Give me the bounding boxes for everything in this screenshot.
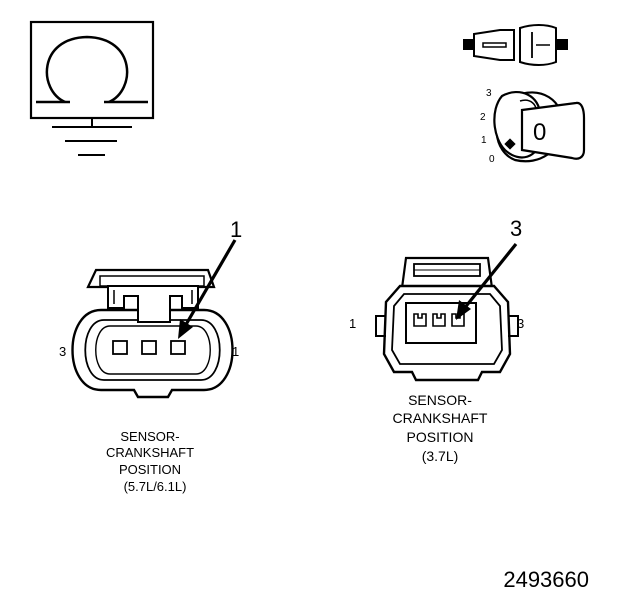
key-position-1: 1 bbox=[481, 135, 487, 146]
svg-text:CRANKSHAFT: CRANKSHAFT bbox=[106, 445, 194, 460]
svg-text:CRANKSHAFT: CRANKSHAFT bbox=[393, 410, 488, 426]
svg-text:SENSOR-: SENSOR- bbox=[120, 429, 179, 444]
connector1-pin-callout: 1 bbox=[230, 217, 242, 242]
connector2-caption: SENSOR- CRANKSHAFT POSITION (3.7L) bbox=[393, 392, 488, 464]
connector2-pin-callout: 3 bbox=[510, 216, 522, 241]
connector2-pin-left: 1 bbox=[349, 316, 356, 331]
connector1-caption: SENSOR- CRANKSHAFT POSITION (5.7L/6.1L) bbox=[106, 429, 194, 494]
svg-text:POSITION: POSITION bbox=[407, 429, 474, 445]
key-position-0: 0 bbox=[489, 154, 495, 165]
key-position-2: 2 bbox=[480, 112, 486, 123]
svg-text:SENSOR-: SENSOR- bbox=[408, 392, 472, 408]
connector1-pin-right: 1 bbox=[232, 344, 239, 359]
connector-disconnect-icon bbox=[463, 24, 568, 66]
svg-text:POSITION: POSITION bbox=[119, 462, 181, 477]
key-label: 0 bbox=[533, 119, 546, 146]
connector1-pin-left: 3 bbox=[59, 344, 66, 359]
svg-text:(3.7L): (3.7L) bbox=[422, 448, 459, 464]
key-position-3: 3 bbox=[486, 88, 492, 99]
connector2-pin-right: 3 bbox=[517, 316, 524, 331]
figure-number: 2493660 bbox=[503, 567, 589, 592]
ohmmeter-ground-icon bbox=[29, 20, 155, 156]
ignition-key-icon: 3 2 1 0 0 bbox=[480, 88, 586, 165]
connector-5-7l-6-1l bbox=[71, 239, 237, 399]
svg-text:(5.7L/6.1L): (5.7L/6.1L) bbox=[124, 479, 187, 494]
connector-3-7l bbox=[375, 242, 519, 382]
